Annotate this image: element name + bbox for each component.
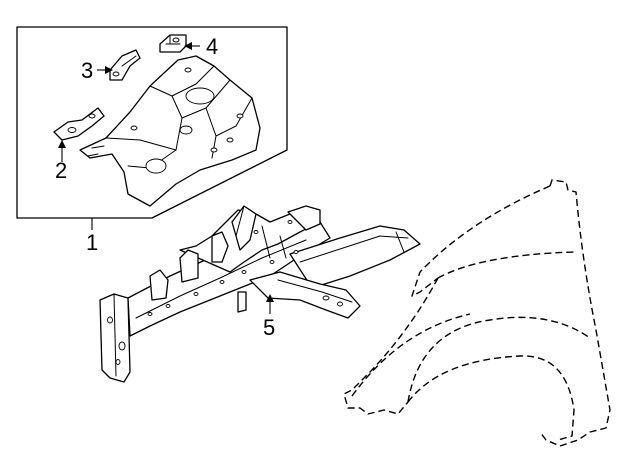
- apron-inset-box: [16, 26, 288, 219]
- part-3-bracket: [109, 49, 141, 81]
- callout-labels: 1 2 3 4 5: [55, 34, 275, 340]
- callout-1-label: 1: [86, 230, 98, 255]
- callout-3-label: 3: [81, 58, 93, 83]
- part-4-bracket: [159, 34, 187, 53]
- part-5-side-member: [99, 205, 421, 383]
- part-2-plate: [53, 107, 105, 141]
- callout-5-label: 5: [263, 315, 275, 340]
- apron-assembly: [79, 55, 261, 207]
- callout-4-label: 4: [206, 34, 218, 59]
- fender-outline: [343, 179, 611, 447]
- callout-2-label: 2: [55, 158, 67, 183]
- leader-lines: [58, 42, 274, 314]
